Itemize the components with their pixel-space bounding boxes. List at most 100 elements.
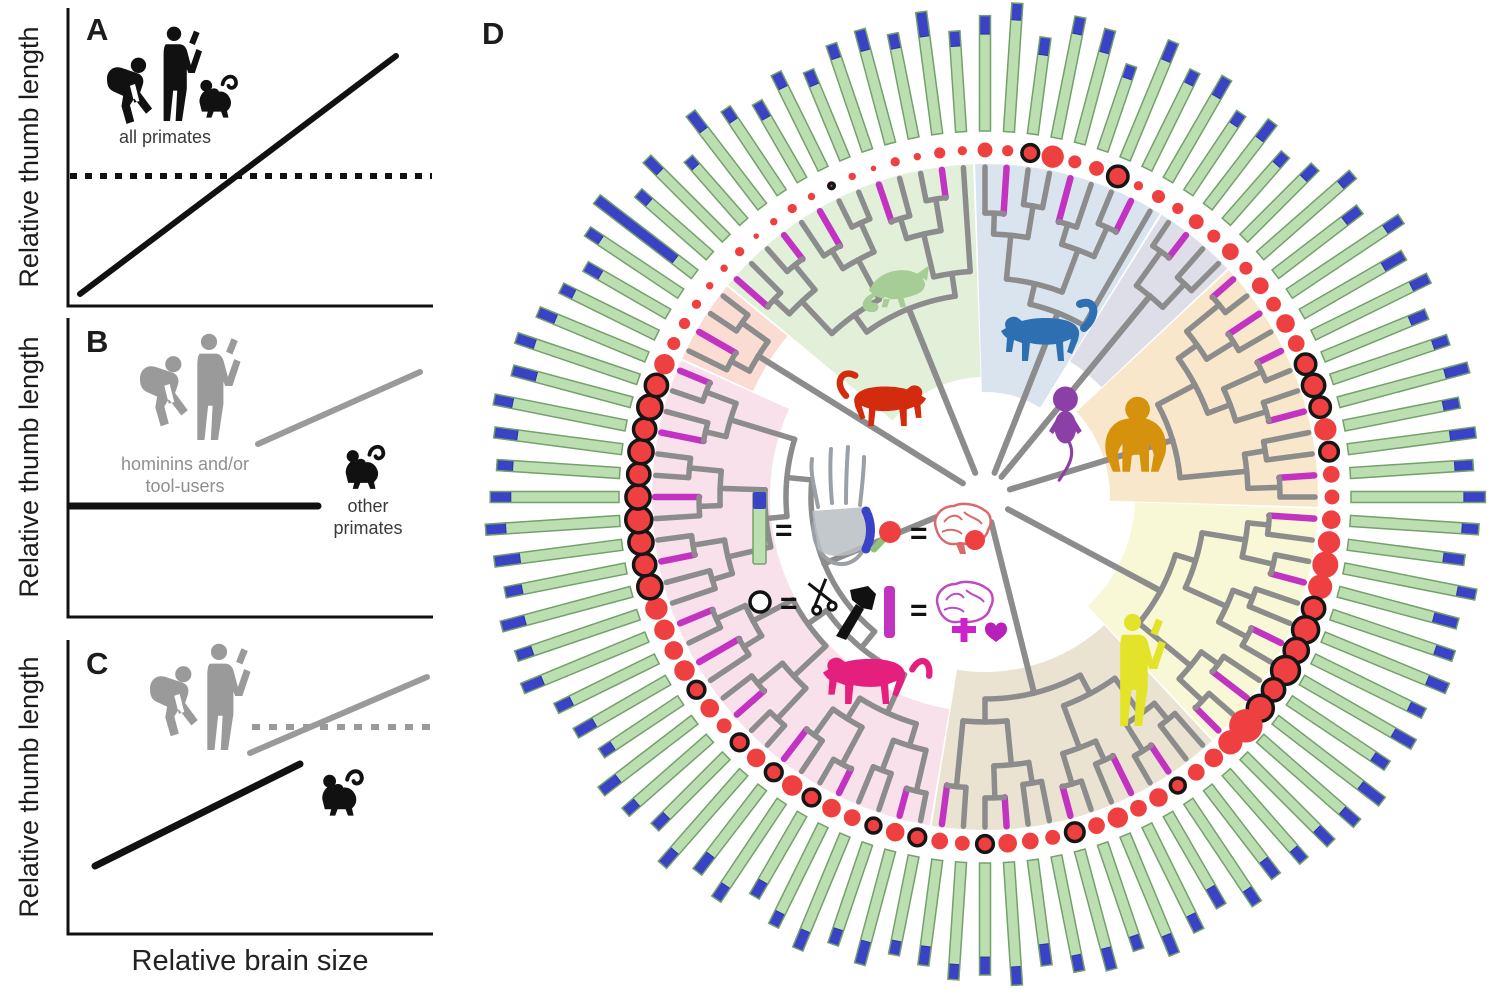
brain-dot (1151, 189, 1166, 203)
branch-gray (1003, 232, 1014, 282)
brain-dot (787, 203, 797, 214)
bar-green-segment (509, 491, 620, 503)
clade-blue (975, 164, 1160, 408)
bar-green-segment (520, 563, 628, 595)
bar-outline (1119, 832, 1181, 958)
monkey-icon (345, 444, 386, 489)
branch-gray (784, 474, 815, 483)
bar-outline (657, 767, 749, 870)
bar-green-segment (1351, 491, 1465, 503)
branch-gray (896, 175, 913, 219)
branch-gray (913, 747, 929, 794)
bar-green-segment (596, 269, 671, 319)
bar-outline (649, 750, 732, 833)
branch-gray (1172, 710, 1206, 748)
species-tip-bar (657, 767, 749, 870)
clade-root-spoke (755, 353, 966, 487)
bar-green-segment (1342, 400, 1446, 431)
branch-magenta (1109, 752, 1135, 797)
branch-gray (1272, 551, 1312, 565)
bar-green-segment (1003, 18, 1022, 133)
branch-magenta (1266, 512, 1318, 522)
bar-outline (1255, 733, 1362, 829)
brain-dot-outlined (1260, 676, 1287, 703)
bar-green-segment (511, 460, 621, 479)
species-tip-bar (1328, 608, 1457, 663)
branch-magenta (780, 726, 810, 763)
species-tip-bar (552, 652, 661, 715)
bar-green-segment (504, 515, 621, 534)
branch-gray (771, 296, 793, 317)
bar-green-segment (1286, 695, 1378, 762)
species-tip-bar (592, 193, 700, 280)
species-tip-bar (1320, 308, 1430, 363)
panel-c-axes (66, 640, 433, 936)
bar-green-segment (644, 197, 714, 260)
species-tip-bar (825, 41, 874, 154)
bar-green-segment (1003, 861, 1022, 969)
branch-magenta (1267, 570, 1308, 586)
clade-green (728, 164, 981, 421)
brain-dot (870, 165, 877, 172)
species-tip-bar (495, 458, 621, 480)
panel-b-other-line2: primates (333, 518, 402, 538)
branch-magenta (816, 207, 844, 250)
branch-gray (1264, 531, 1315, 543)
brain-dot-outlined (1317, 440, 1341, 463)
brain-dot (1021, 832, 1039, 850)
species-tip-bar (1346, 538, 1467, 567)
brain-dot (700, 698, 720, 718)
bar-green-segment (890, 46, 919, 140)
waving-person-icon (163, 26, 202, 122)
panel-c-letter: C (86, 646, 108, 681)
species-tip-bar (1073, 27, 1117, 146)
branch-gray (1230, 587, 1256, 601)
branch-gray (690, 537, 728, 548)
species-tip-bar (492, 393, 628, 432)
branch-gray (1175, 342, 1200, 362)
species-tip-bar (503, 562, 628, 599)
panel-b-gray-line (255, 369, 423, 447)
branch-gray (805, 607, 830, 627)
brain-dot (1324, 489, 1340, 505)
branch-gray (953, 718, 966, 790)
species-tip-bar (751, 98, 808, 184)
branch-gray (1078, 778, 1094, 813)
bar-green-segment (590, 675, 671, 728)
bar-green-segment (1329, 609, 1438, 656)
branch-gray (1199, 530, 1249, 543)
bar-green-segment (830, 55, 873, 153)
branch-gray (1131, 753, 1153, 786)
panel-b: Relative thumb length B hominins and/or … (14, 318, 433, 619)
brain-dot (781, 775, 803, 796)
brain-dot-outlined (1020, 142, 1041, 164)
branch-gray (855, 764, 877, 805)
species-tip-bar (1221, 767, 1310, 866)
branch-gray (774, 685, 809, 722)
species-tip-bar (1270, 714, 1387, 808)
bar-green-segment (799, 833, 851, 934)
bar-outline (1221, 767, 1310, 866)
bar-blue-tip (979, 956, 991, 976)
clade-root-spoke (998, 293, 1153, 480)
bar-outline (1238, 161, 1321, 244)
brain-dot-outlined (1300, 372, 1327, 399)
brain-dot-outlined (1269, 654, 1302, 687)
branch-gray (663, 568, 713, 586)
bar-green-segment (1051, 854, 1082, 958)
branch-gray (1222, 293, 1250, 316)
bar-outline (853, 27, 897, 146)
species-tip-bar (767, 821, 830, 930)
waving-person-icon (197, 333, 241, 440)
species-tip-bar (791, 832, 851, 953)
brain-dot (1218, 730, 1243, 755)
bar-blue-tip (1453, 458, 1475, 473)
brain-dot-outlined (643, 372, 670, 399)
species-tip-bar (1309, 652, 1428, 720)
bar-outline (1202, 117, 1278, 212)
brain-dot (931, 832, 949, 850)
bar-outline (720, 104, 788, 197)
branch-gray (798, 219, 827, 259)
species-tip-bar (887, 854, 920, 957)
bar-outline (513, 331, 642, 386)
